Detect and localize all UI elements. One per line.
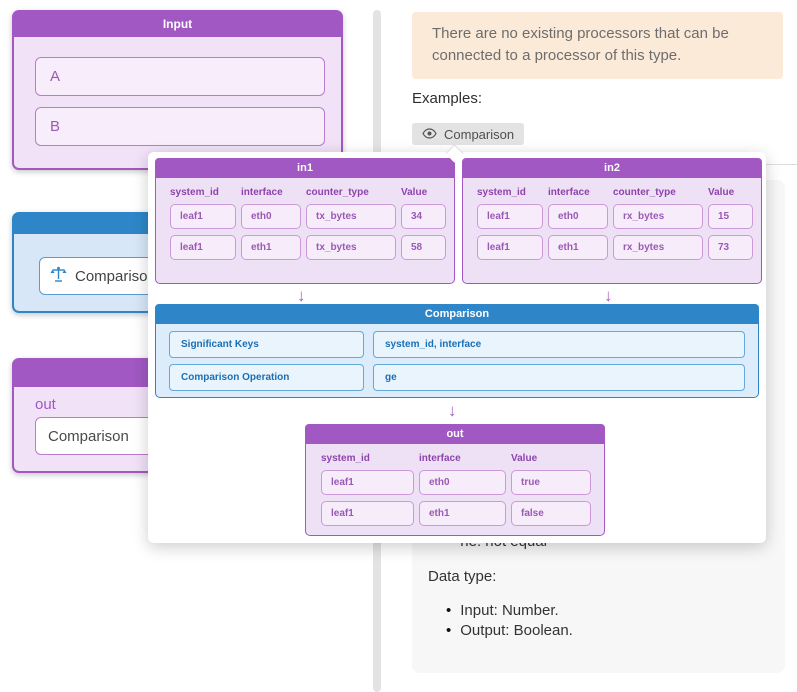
config-value: ge <box>373 364 745 391</box>
flow-arrow-icon: ↓ <box>448 401 457 420</box>
table-cell: eth1 <box>419 501 506 526</box>
col-interface: interface <box>548 187 590 198</box>
example-comparison-badge[interactable]: Comparison <box>412 123 525 145</box>
col-value: Value <box>401 187 428 198</box>
table-row: leaf1 eth1 rx_bytes 73 <box>463 235 761 260</box>
col-value: Value <box>511 453 538 464</box>
col-value: Value <box>708 187 735 198</box>
table-row: leaf1 eth0 true <box>306 470 604 495</box>
table-cell: 73 <box>708 235 753 260</box>
table-cell: 15 <box>708 204 753 229</box>
out-column-headers: system_id interface Value <box>306 453 604 464</box>
col-system-id: system_id <box>477 187 526 198</box>
comparison-node-label: Comparison <box>75 267 156 285</box>
table-cell: 58 <box>401 235 446 260</box>
table-cell: leaf1 <box>170 235 236 260</box>
table-cell: leaf1 <box>477 235 543 260</box>
table-cell: eth1 <box>241 235 301 260</box>
bullet-dot: • <box>446 622 452 639</box>
in1-column-headers: system_id interface counter_type Value <box>156 187 454 198</box>
col-system-id: system_id <box>170 187 219 198</box>
table-cell: leaf1 <box>170 204 236 229</box>
eye-icon <box>422 127 437 142</box>
in2-table-title: in2 <box>462 158 762 178</box>
table-row: leaf1 eth0 rx_bytes 15 <box>463 204 761 229</box>
bullet-dot: • <box>446 602 452 619</box>
input-panel-title: Input <box>13 11 342 37</box>
comparison-config-box: Comparison Significant Keys system_id, i… <box>155 304 759 398</box>
col-counter-type: counter_type <box>306 187 369 198</box>
example-popup: in1 system_id interface counter_type Val… <box>148 152 766 543</box>
doc-bullet-output-text: Output: Boolean. <box>460 622 573 639</box>
out-table-title: out <box>305 424 605 444</box>
comparison-config-title: Comparison <box>155 304 759 324</box>
out-node-port-label: out <box>35 396 56 413</box>
table-cell: tx_bytes <box>306 204 396 229</box>
in2-column-headers: system_id interface counter_type Value <box>463 187 761 198</box>
scale-icon <box>50 266 67 287</box>
col-interface: interface <box>241 187 283 198</box>
in2-table: in2 system_id interface counter_type Val… <box>462 158 762 284</box>
in1-table: in1 system_id interface counter_type Val… <box>155 158 455 284</box>
in1-table-title: in1 <box>155 158 455 178</box>
no-processors-notice: There are no existing processors that ca… <box>412 12 783 79</box>
config-key: Significant Keys <box>169 331 364 358</box>
table-row: leaf1 eth1 false <box>306 501 604 526</box>
table-cell: rx_bytes <box>613 204 703 229</box>
doc-bullet-output: • Output: Boolean. <box>446 622 573 639</box>
table-cell: tx_bytes <box>306 235 396 260</box>
table-row: leaf1 eth1 tx_bytes 58 <box>156 235 454 260</box>
data-type-label: Data type: <box>428 568 497 585</box>
doc-bullet-input-text: Input: Number. <box>460 602 559 619</box>
out-node-label: Comparison <box>48 427 129 445</box>
table-cell: false <box>511 501 591 526</box>
table-cell: leaf1 <box>321 501 414 526</box>
table-cell: eth0 <box>419 470 506 495</box>
config-key: Comparison Operation <box>169 364 364 391</box>
out-table: out system_id interface Value leaf1 eth0… <box>305 424 605 536</box>
table-cell: leaf1 <box>321 470 414 495</box>
col-interface: interface <box>419 453 461 464</box>
table-cell: eth1 <box>548 235 608 260</box>
flow-arrow-icon: ↓ <box>604 286 613 305</box>
col-system-id: system_id <box>321 453 370 464</box>
table-cell: true <box>511 470 591 495</box>
config-value: system_id, interface <box>373 331 745 358</box>
example-badge-label: Comparison <box>444 126 515 142</box>
input-slot-a[interactable]: A <box>35 57 325 96</box>
examples-label: Examples: <box>412 90 483 107</box>
input-panel: Input A B <box>12 10 343 170</box>
table-cell: rx_bytes <box>613 235 703 260</box>
config-row: Comparison Operation ge <box>169 364 745 391</box>
table-row: leaf1 eth0 tx_bytes 34 <box>156 204 454 229</box>
table-cell: eth0 <box>241 204 301 229</box>
table-cell: 34 <box>401 204 446 229</box>
config-row: Significant Keys system_id, interface <box>169 331 745 358</box>
doc-bullet-input: • Input: Number. <box>446 602 559 619</box>
table-cell: leaf1 <box>477 204 543 229</box>
input-slot-b[interactable]: B <box>35 107 325 146</box>
col-counter-type: counter_type <box>613 187 676 198</box>
flow-arrow-icon: ↓ <box>297 286 306 305</box>
table-cell: eth0 <box>548 204 608 229</box>
